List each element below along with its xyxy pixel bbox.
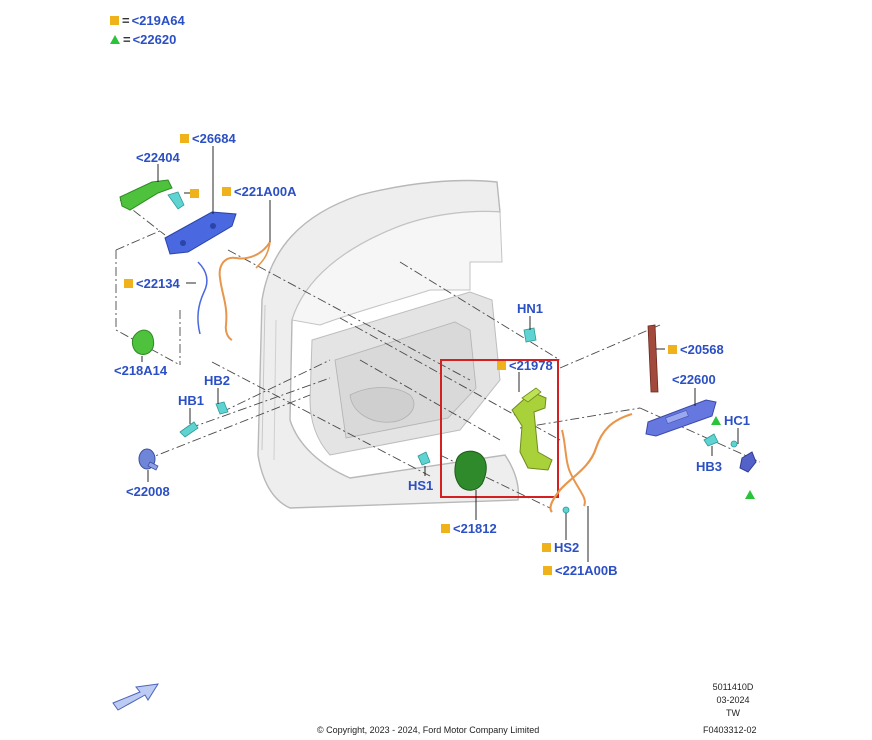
part-HB3-icon[interactable] bbox=[703, 433, 719, 447]
square-marker-icon bbox=[441, 524, 450, 533]
part-HB2-icon[interactable] bbox=[215, 401, 229, 415]
drawing-region: TW bbox=[726, 708, 740, 718]
part-right-cap-icon[interactable] bbox=[739, 451, 757, 473]
drawing-code-block: 5011410D 03-2024 TW bbox=[693, 681, 773, 720]
callout-text: HB2 bbox=[204, 373, 231, 388]
legend-triangle-text: <22620 bbox=[132, 32, 177, 47]
callout-text: HB1 bbox=[178, 393, 205, 408]
part-22600-icon[interactable] bbox=[645, 399, 717, 437]
part-20568-icon[interactable] bbox=[647, 324, 659, 393]
callout-HB2[interactable]: HB2 bbox=[204, 373, 230, 388]
part-21812-icon[interactable] bbox=[454, 450, 487, 491]
legend-equals: = bbox=[123, 32, 131, 47]
callout-text: <21812 bbox=[453, 521, 497, 536]
callout-22600[interactable]: <22600 bbox=[672, 372, 716, 387]
part-HN1-icon[interactable] bbox=[523, 327, 537, 343]
callout-text: <20568 bbox=[680, 342, 724, 357]
highlight-frame bbox=[440, 359, 559, 498]
square-marker-icon bbox=[543, 566, 552, 575]
callout-HN1[interactable]: HN1 bbox=[517, 301, 543, 316]
door-shell bbox=[257, 179, 520, 509]
part-HS2-icon[interactable] bbox=[562, 506, 570, 514]
part-21978-icon[interactable] bbox=[511, 387, 553, 471]
callout-text: <22404 bbox=[136, 150, 180, 165]
callout-21812[interactable]: <21812 bbox=[441, 521, 497, 536]
drawing-date: 03-2024 bbox=[716, 695, 750, 705]
callout-triangle-marker bbox=[745, 487, 758, 502]
figure-id: F0403312-02 bbox=[703, 725, 757, 735]
callout-26684[interactable]: <26684 bbox=[180, 131, 236, 146]
callout-text: <26684 bbox=[192, 131, 236, 146]
callout-text: HC1 bbox=[724, 413, 751, 428]
legend-triangle-row: =<22620 bbox=[110, 32, 176, 47]
callout-20568[interactable]: <20568 bbox=[668, 342, 724, 357]
part-221A00B-cable-icon[interactable] bbox=[549, 412, 633, 513]
triangle-marker-icon bbox=[711, 416, 721, 425]
legend-square-row: =<219A64 bbox=[110, 13, 185, 28]
copyright-text: © Copyright, 2023 - 2024, Ford Motor Com… bbox=[317, 725, 540, 735]
square-marker-icon bbox=[110, 16, 119, 25]
callout-21978[interactable]: <21978 bbox=[497, 358, 553, 373]
triangle-marker-icon bbox=[745, 490, 755, 499]
legend-square-text: <219A64 bbox=[131, 13, 185, 28]
callout-HB3[interactable]: HB3 bbox=[696, 459, 722, 474]
triangle-marker-icon bbox=[110, 35, 120, 44]
callout-text: HB3 bbox=[696, 459, 723, 474]
part-26684-icon[interactable] bbox=[164, 211, 237, 255]
part-218A14-icon[interactable] bbox=[131, 329, 155, 355]
part-22008-icon[interactable] bbox=[138, 448, 159, 471]
drawing-number: 5011410D bbox=[712, 682, 754, 692]
square-marker-icon bbox=[497, 361, 506, 370]
legend-equals: = bbox=[122, 13, 130, 28]
part-HC1-icon[interactable] bbox=[730, 440, 738, 448]
callout-square-marker bbox=[190, 186, 202, 201]
callout-text: HS1 bbox=[408, 478, 434, 493]
callout-HS1[interactable]: HS1 bbox=[408, 478, 433, 493]
part-221A00A-cable-icon[interactable] bbox=[218, 241, 271, 341]
callout-text: <22600 bbox=[672, 372, 716, 387]
callout-text: <221A00A bbox=[234, 184, 297, 199]
square-marker-icon bbox=[542, 543, 551, 552]
square-marker-icon bbox=[180, 134, 189, 143]
callout-text: <221A00B bbox=[555, 563, 618, 578]
callout-HB1[interactable]: HB1 bbox=[178, 393, 204, 408]
leader-lines bbox=[141, 146, 739, 562]
callout-text: HN1 bbox=[517, 301, 544, 316]
square-marker-icon bbox=[668, 345, 677, 354]
callout-HS2[interactable]: HS2 bbox=[542, 540, 579, 555]
square-marker-icon bbox=[222, 187, 231, 196]
callout-HC1[interactable]: HC1 bbox=[711, 413, 750, 428]
callout-text: <22008 bbox=[126, 484, 170, 499]
callout-text: <22134 bbox=[136, 276, 180, 291]
callout-221A00B[interactable]: <221A00B bbox=[543, 563, 618, 578]
callout-text: HS2 bbox=[554, 540, 580, 555]
callout-text: <21978 bbox=[509, 358, 553, 373]
part-HS1-icon[interactable] bbox=[417, 451, 431, 466]
part-22134-rod-icon[interactable] bbox=[197, 261, 208, 335]
part-clip-icon[interactable] bbox=[167, 191, 185, 210]
callout-22008[interactable]: <22008 bbox=[126, 484, 170, 499]
square-marker-icon bbox=[190, 189, 199, 198]
callout-text: <218A14 bbox=[114, 363, 168, 378]
orientation-arrow-icon bbox=[112, 683, 159, 711]
part-HB1-icon[interactable] bbox=[179, 421, 199, 438]
part-22404-icon[interactable] bbox=[119, 179, 173, 211]
callout-218A14[interactable]: <218A14 bbox=[114, 363, 167, 378]
square-marker-icon bbox=[124, 279, 133, 288]
callout-22134[interactable]: <22134 bbox=[124, 276, 180, 291]
callout-22404[interactable]: <22404 bbox=[136, 150, 180, 165]
callout-221A00A[interactable]: <221A00A bbox=[222, 184, 297, 199]
